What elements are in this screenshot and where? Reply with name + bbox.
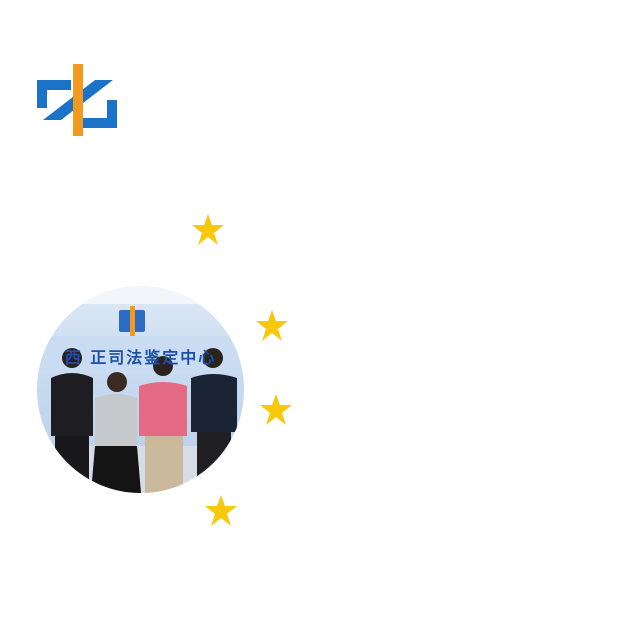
logo [35, 62, 119, 138]
team-photo-illustration [37, 286, 244, 493]
star-icon [259, 393, 293, 427]
star-icon [191, 213, 225, 247]
star-icon [204, 494, 238, 528]
star-icon [255, 309, 289, 343]
photo-sign-text: 西 正司法鉴定中心 [64, 348, 217, 367]
zheng-logo-icon [37, 64, 117, 136]
team-photo: 西 正司法鉴定中心 [37, 286, 244, 493]
